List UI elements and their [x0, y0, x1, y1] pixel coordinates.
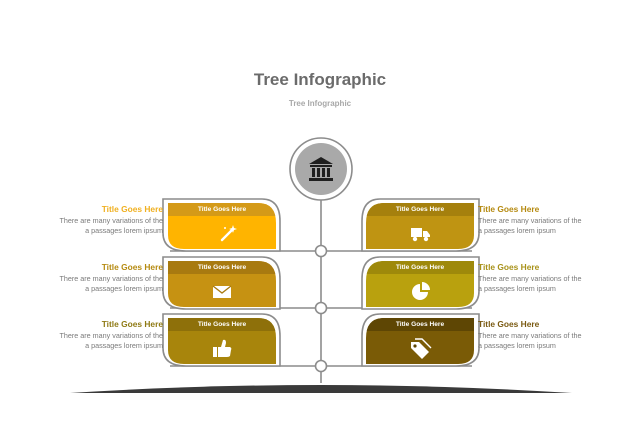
side-heading: Title Goes Here	[478, 319, 540, 329]
leaf-title-band	[168, 318, 276, 331]
side-text-line-1: There are many variations of the	[478, 216, 582, 225]
branch-node	[314, 359, 328, 373]
envelope-icon	[212, 285, 232, 298]
leaf-title: Title Goes Here	[395, 264, 445, 271]
leaf-title: Title Goes Here	[395, 206, 445, 213]
side-text-line-1: There are many variations of the	[478, 274, 582, 283]
side-text-line-2: a passages lorem ipsum	[85, 284, 163, 293]
side-text-line-2: a passages lorem ipsum	[85, 226, 163, 235]
side-heading: Title Goes Here	[101, 319, 163, 329]
side-text-line-1: There are many variations of the	[59, 216, 163, 225]
leaf-right-1	[361, 198, 480, 252]
page-title: Tree Infographic	[253, 70, 387, 89]
thumbs-up-icon	[213, 339, 232, 357]
truck-icon	[411, 228, 430, 242]
side-text-line-2: a passages lorem ipsum	[478, 226, 556, 235]
ground-shadow	[70, 385, 572, 393]
leaf-title-band	[168, 203, 276, 216]
magic-wand-icon	[220, 225, 237, 242]
side-heading: Title Goes Here	[101, 262, 163, 272]
leaf-title: Title Goes Here	[197, 206, 247, 213]
leaf-title-band	[366, 203, 474, 216]
side-text-line-1: There are many variations of the	[59, 274, 163, 283]
root-circle	[295, 143, 347, 195]
tags-icon	[411, 338, 432, 359]
leaf-title-band	[168, 261, 276, 274]
leaf-title: Title Goes Here	[197, 321, 247, 328]
side-text-line-2: a passages lorem ipsum	[85, 341, 163, 350]
leaf-title-band	[366, 261, 474, 274]
branch-node	[314, 244, 328, 258]
leaf-title-band	[366, 318, 474, 331]
page-subtitle: Tree Infographic	[288, 99, 352, 108]
pie-chart-icon	[412, 282, 430, 300]
leaf-right-3	[361, 313, 480, 367]
side-text-line-2: a passages lorem ipsum	[478, 284, 556, 293]
side-heading: Title Goes Here	[478, 204, 540, 214]
side-text-line-1: There are many variations of the	[478, 331, 582, 340]
leaf-left-1	[162, 198, 281, 252]
leaf-left-3	[162, 313, 281, 367]
side-text-line-1: There are many variations of the	[59, 331, 163, 340]
side-text-line-2: a passages lorem ipsum	[478, 341, 556, 350]
bank-icon	[309, 157, 333, 181]
leaf-title: Title Goes Here	[197, 264, 247, 271]
side-heading: Title Goes Here	[101, 204, 163, 214]
side-heading: Title Goes Here	[478, 262, 540, 272]
branch-node	[314, 301, 328, 315]
leaf-title: Title Goes Here	[395, 321, 445, 328]
leaf-left-2	[162, 256, 281, 310]
